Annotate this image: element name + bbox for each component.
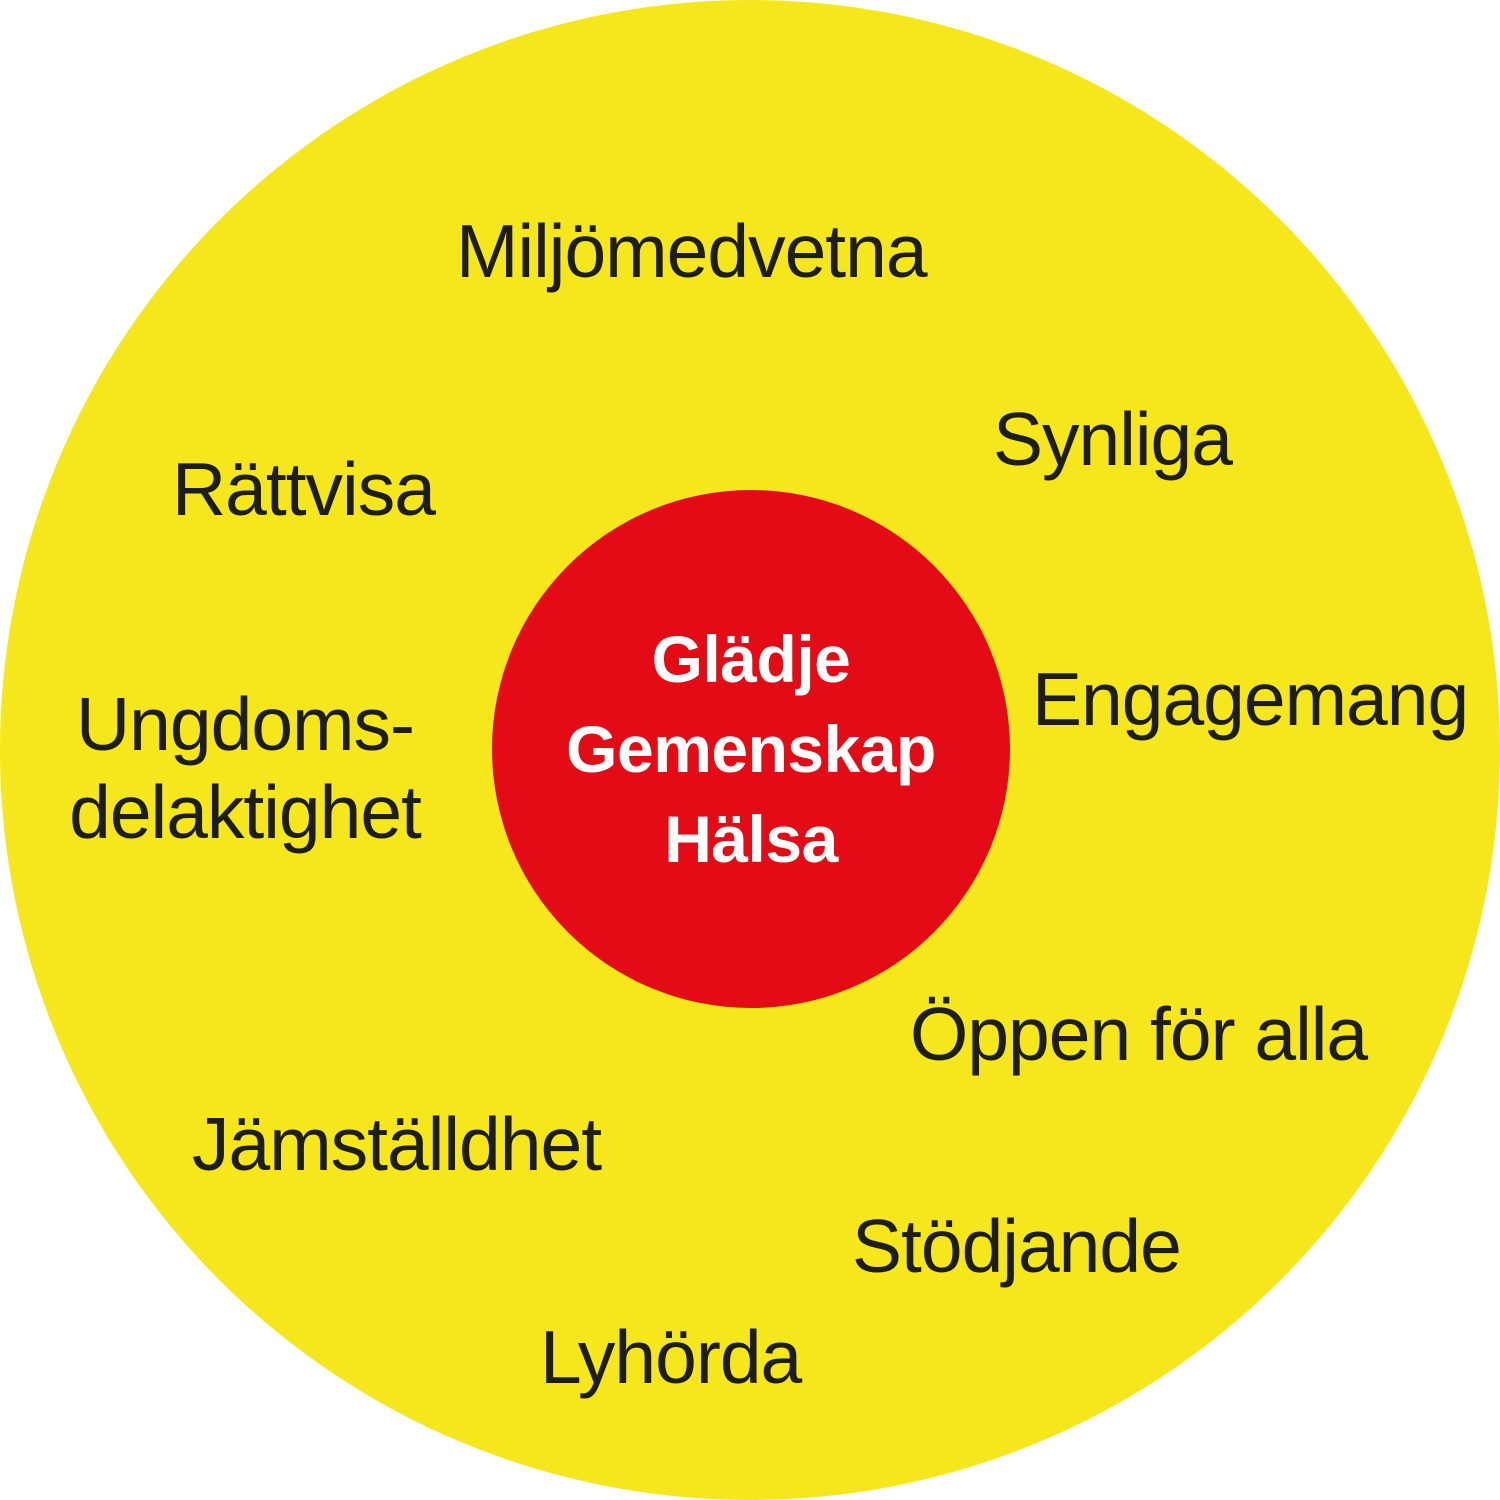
value-label-ungdomsdelaktighet: Ungdoms- delaktighet xyxy=(35,680,455,856)
value-label-ungdomsdelaktighet-line-2: delaktighet xyxy=(69,770,422,854)
value-label-jamstalldhet: Jämställdhet xyxy=(192,1102,602,1186)
core-value-line-3: Hälsa xyxy=(664,802,838,876)
value-label-stodjande: Stödjande xyxy=(852,1204,1182,1288)
value-label-lyhorda: Lyhörda xyxy=(540,1315,802,1399)
value-label-oppen-for-alla: Öppen för alla xyxy=(910,992,1368,1076)
value-label-miljomedvetna: Miljömedvetna xyxy=(456,209,928,293)
core-value-line-1: Glädje xyxy=(651,622,851,696)
value-label-rattvisa: Rättvisa xyxy=(172,447,436,531)
value-label-ungdomsdelaktighet-line-1: Ungdoms- xyxy=(76,682,415,766)
core-value-line-2: Gemenskap xyxy=(566,712,936,786)
value-label-synliga: Synliga xyxy=(993,397,1233,481)
core-circle: Glädje Gemenskap Hälsa xyxy=(492,490,1010,1008)
value-label-engagemang: Engagemang xyxy=(1032,657,1469,741)
